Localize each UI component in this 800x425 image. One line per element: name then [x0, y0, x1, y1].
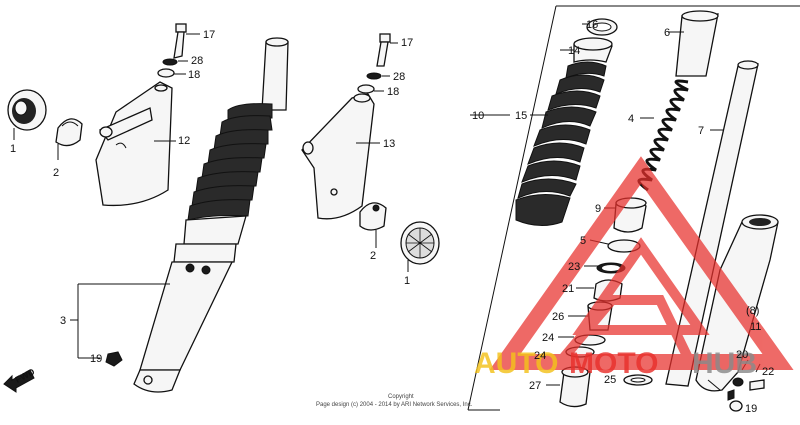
- rubber-boot-part: [515, 37, 613, 226]
- headlight-bracket-part: [95, 81, 176, 207]
- watermark-part1: AUTO: [474, 347, 558, 380]
- label-18-mid: 18: [387, 86, 399, 98]
- cover-cap-part-2: [400, 221, 440, 272]
- inner-tube-part: [665, 60, 759, 387]
- watermark-text: AUTO MOTO HUB: [474, 347, 757, 380]
- watermark-part3: HUB: [692, 347, 757, 380]
- label-24-b: 24: [534, 350, 546, 362]
- label-2-mid: 2: [370, 250, 376, 262]
- headlight-bracket-part-2: [301, 93, 380, 220]
- callout-labels: 1 2 3 19 12 17 28 18 17 28 18 13 2 1 10 …: [10, 19, 774, 415]
- label-20: 20: [736, 349, 748, 361]
- label-28-mid: 28: [393, 71, 405, 83]
- label-9: 9: [595, 203, 601, 215]
- label-27: 27: [529, 380, 541, 392]
- label-15: 15: [515, 110, 527, 122]
- label-17-mid: 17: [401, 37, 413, 49]
- label-28-left: 28: [191, 55, 203, 67]
- label-6: 6: [664, 27, 670, 39]
- label-1-mid: 1: [404, 275, 410, 287]
- watermark-part2: MOTO: [569, 347, 658, 380]
- washer-part: [623, 374, 653, 386]
- nut-part: [105, 351, 123, 367]
- exploded-view-frame: [467, 5, 800, 411]
- bolt-part: [157, 23, 200, 78]
- copyright-line2: Page design (c) 2004 - 2014 by ARI Netwo…: [316, 402, 473, 408]
- clamp-part-2: [359, 202, 387, 248]
- label-19-right: 19: [745, 403, 757, 415]
- clamp-part: [55, 118, 83, 160]
- label-14: 14: [568, 45, 580, 57]
- seal-part: [582, 18, 618, 36]
- label-26: 26: [552, 311, 564, 323]
- label-19-left: 19: [90, 353, 102, 365]
- spring-part: [637, 79, 689, 192]
- copyright-notice: Copyright Page design (c) 2004 - 2014 by…: [316, 394, 473, 408]
- copyright-line1: Copyright: [388, 394, 414, 400]
- label-17-left: 17: [203, 29, 215, 41]
- shock-absorber-part: [70, 37, 289, 393]
- label-12: 12: [178, 135, 190, 147]
- drain-bolt-part: [727, 359, 765, 412]
- label-23: 23: [568, 261, 580, 273]
- label-21: 21: [562, 283, 574, 295]
- fwd-arrow-icon: FWD: [3, 366, 37, 393]
- label-13: 13: [383, 138, 395, 150]
- label-22: 22: [762, 366, 774, 378]
- watermark-logo: [489, 156, 794, 370]
- label-7: 7: [698, 125, 704, 137]
- label-24-a: 24: [542, 332, 554, 344]
- cover-cap-part: [7, 89, 47, 140]
- label-1-left: 1: [10, 143, 16, 155]
- label-11: 11: [750, 321, 761, 333]
- label-2-left: 2: [53, 167, 59, 179]
- label-10: 10: [472, 110, 484, 122]
- label-25: 25: [604, 374, 616, 386]
- label-4: 4: [628, 113, 634, 125]
- label-18-left: 18: [188, 69, 200, 81]
- bolt-part-2: [357, 33, 398, 94]
- label-3: 3: [60, 315, 66, 327]
- label-8: (8): [746, 305, 759, 317]
- label-5: 5: [580, 235, 586, 247]
- label-16: 16: [586, 19, 598, 31]
- tube-part: [668, 10, 719, 77]
